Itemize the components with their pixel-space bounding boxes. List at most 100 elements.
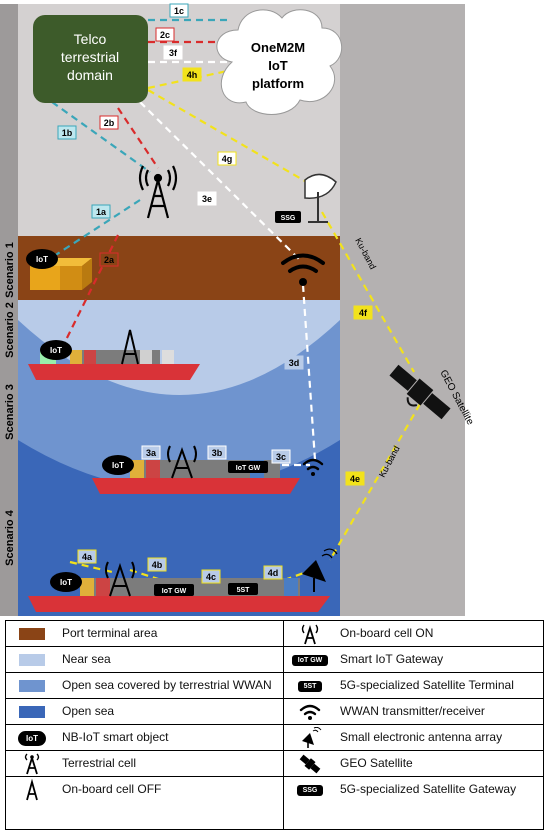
ship-scenario-3: IoT IoT GW	[92, 445, 324, 494]
svg-text:2a: 2a	[104, 255, 115, 265]
ship-scenario-4: IoT IoT GW 5ST	[28, 548, 338, 612]
onem2m-line-3: platform	[252, 76, 304, 91]
geo-satellite-legend-icon	[299, 754, 321, 774]
iot-label-ship-4: IoT	[60, 578, 72, 587]
label-4g: 4g	[217, 151, 237, 166]
label-4f: 4f	[353, 305, 373, 320]
wwan-receiver-ship-3-icon	[302, 458, 324, 476]
svg-text:1c: 1c	[174, 6, 184, 16]
svg-text:1b: 1b	[62, 128, 73, 138]
link-3e	[139, 101, 301, 261]
label-1a: 1a	[91, 204, 111, 219]
link-3d	[301, 284, 317, 461]
scenario-1-label: Scenario 1	[4, 242, 16, 298]
svg-text:3c: 3c	[276, 452, 286, 462]
svg-text:2c: 2c	[160, 30, 170, 40]
ship-scenario-2: IoT	[28, 329, 200, 380]
svg-text:4a: 4a	[82, 552, 93, 562]
ssg-tag-icon: SSG	[296, 784, 324, 796]
link-4e	[329, 403, 421, 561]
svg-text:2b: 2b	[104, 118, 115, 128]
sst-tag-ship-4	[228, 583, 258, 595]
link-labels: 1c 2c 3f 4h 1b 2b 4g 3e 1a 2a 4f 3d 3a 3…	[57, 3, 373, 584]
telco-line-2: terrestrial	[61, 49, 119, 65]
svg-text:3b: 3b	[212, 448, 223, 458]
wwan-transmitter-icon	[281, 253, 325, 286]
scenario-3-label: Scenario 3	[4, 384, 16, 440]
label-4c: 4c	[201, 569, 221, 584]
iot-object-port: IoT	[26, 249, 58, 269]
onem2m-iot-platform: OneM2M IoT platform	[216, 9, 343, 115]
svg-text:4b: 4b	[152, 560, 163, 570]
terrestrial-cell-legend-icon	[24, 753, 40, 775]
legend-row-antenna-array: Small electronic antenna array	[284, 725, 543, 751]
open-sea-swatch	[19, 706, 45, 718]
legend-row-iot: IoT NB-IoT smart object	[6, 725, 283, 751]
label-1b: 1b	[57, 125, 77, 140]
label-4d: 4d	[263, 565, 283, 580]
legend-row-open-sea-wwan: Open sea covered by terrestrial WWAN	[6, 673, 283, 699]
legend-left-column: Port terminal area Near sea Open sea cov…	[6, 621, 284, 829]
near-sea-swatch	[19, 654, 45, 666]
legend-text-sst: 5G-specialized Satellite Terminal	[340, 678, 514, 692]
iot-gw-tag-ship-3	[228, 461, 268, 473]
network-diagram: Scenario 1 Scenario 2 Scenario 3 Scenari…	[0, 3, 476, 616]
sst-label-ship-4: 5ST	[237, 587, 251, 594]
label-1c: 1c	[169, 3, 189, 18]
legend-text-cell-on: On-board cell ON	[340, 626, 434, 640]
onboard-cell-on-icon	[301, 624, 319, 645]
terrestrial-cell-icon	[138, 165, 178, 219]
legend-row-cell-off: On-board cell OFF	[6, 777, 283, 803]
legend-text-iot: NB-IoT smart object	[62, 730, 169, 744]
legend-text-antenna-array: Small electronic antenna array	[340, 730, 503, 744]
legend-row-port: Port terminal area	[6, 621, 283, 647]
legend-text-ssg: 5G-specialized Satellite Gateway	[340, 782, 517, 796]
telco-line-3: domain	[67, 67, 113, 83]
legend-row-cell-on: On-board cell ON	[284, 621, 543, 647]
legend-row-wwan: WWAN transmitter/receiver	[284, 699, 543, 725]
link-4g	[147, 89, 311, 185]
legend-text-gateway: Smart IoT Gateway	[340, 652, 444, 666]
iot-object-ship-4	[50, 572, 82, 592]
legend-text-cell-off: On-board cell OFF	[62, 782, 162, 796]
onem2m-line-2: IoT	[268, 58, 288, 73]
label-2a: 2a	[99, 252, 119, 267]
svg-text:4g: 4g	[222, 154, 233, 164]
legend-right-column: On-board cell ON IoT GW Smart IoT Gatewa…	[284, 621, 543, 829]
legend-text-open-sea: Open sea	[62, 704, 115, 718]
telco-line-1: Telco	[74, 31, 107, 47]
label-4e: 4e	[345, 471, 365, 486]
legend-text-wwan: WWAN transmitter/receiver	[340, 704, 485, 718]
svg-text:4c: 4c	[206, 572, 216, 582]
legend-text-geo: GEO Satellite	[340, 756, 413, 770]
svg-text:3d: 3d	[289, 358, 300, 368]
link-2b	[117, 107, 159, 169]
ssg-tag	[275, 211, 301, 223]
svg-text:1a: 1a	[96, 207, 107, 217]
antenna-array-legend-icon	[302, 727, 322, 748]
legend-row-near-sea: Near sea	[6, 647, 283, 673]
label-4b: 4b	[147, 557, 167, 572]
onem2m-line-1: OneM2M	[251, 40, 305, 55]
svg-text:4e: 4e	[350, 474, 360, 484]
iot-label-ship-2: IoT	[50, 346, 62, 355]
scenario-4-label: Scenario 4	[4, 509, 16, 566]
svg-text:4f: 4f	[359, 308, 368, 318]
legend-text-open-sea-wwan: Open sea covered by terrestrial WWAN	[62, 678, 272, 692]
legend-text-port: Port terminal area	[62, 626, 158, 640]
legend-row-gateway: IoT GW Smart IoT Gateway	[284, 647, 543, 673]
label-2b: 2b	[99, 115, 119, 130]
ssg-tag-label: SSG	[281, 215, 296, 222]
iot-object-ship-3	[102, 455, 134, 475]
svg-text:3f: 3f	[169, 48, 178, 58]
iot-gw-label-ship-3: IoT GW	[236, 465, 261, 472]
label-3a: 3a	[141, 445, 161, 460]
open-sea-wwan-swatch	[19, 680, 45, 692]
link-1a	[47, 199, 141, 261]
label-3e: 3e	[197, 191, 217, 206]
legend-text-near-sea: Near sea	[62, 652, 111, 666]
label-3d: 3d	[284, 355, 304, 370]
scenario-2-label: Scenario 2	[4, 302, 16, 358]
port-swatch	[19, 628, 45, 640]
legend: Port terminal area Near sea Open sea cov…	[5, 620, 544, 830]
